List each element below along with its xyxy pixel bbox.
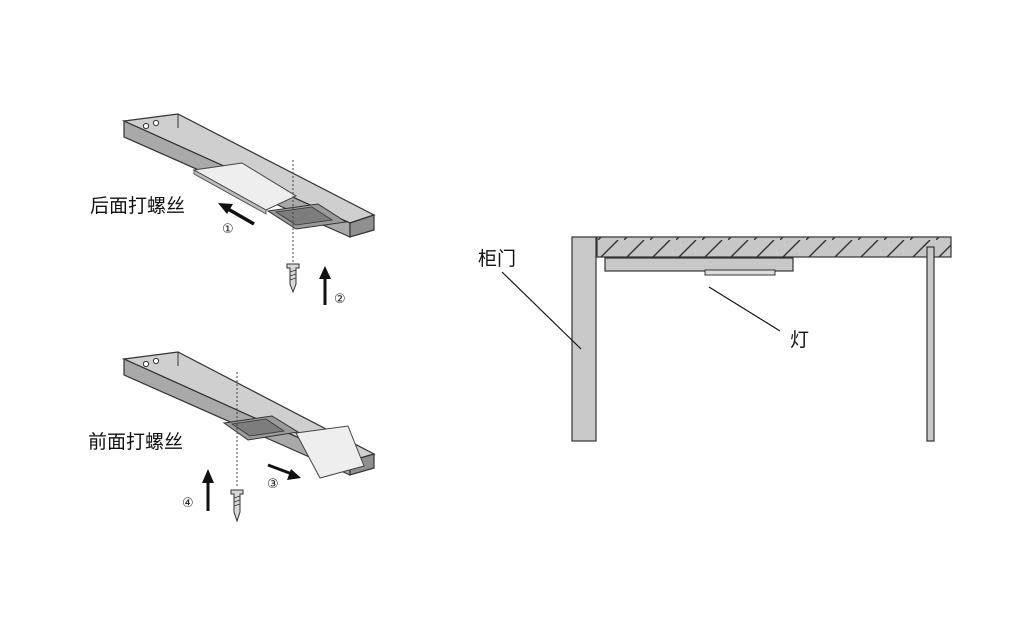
step-3-label: ③ xyxy=(267,477,279,492)
arrow-icon xyxy=(202,469,214,511)
arrow-icon xyxy=(218,203,255,226)
bottom-light-fixture xyxy=(121,351,376,479)
step-1-label: ① xyxy=(222,222,234,237)
arrow-icon xyxy=(267,463,301,480)
cabinet-side-board xyxy=(926,246,935,442)
cabinet-section xyxy=(571,236,952,442)
cabinet-door-leader xyxy=(501,271,582,350)
front-screw-label: 前面打螺丝 xyxy=(88,431,183,453)
screw-icon xyxy=(230,489,244,523)
light-lens xyxy=(704,269,776,276)
top-light-fixture xyxy=(121,113,376,238)
arrow-icon xyxy=(319,266,331,305)
light-fixture xyxy=(604,257,794,272)
step-2-label: ② xyxy=(334,292,346,307)
screw-icon xyxy=(286,263,300,294)
cabinet-top-board xyxy=(596,236,952,258)
light-leader xyxy=(708,286,781,332)
cabinet-door-panel xyxy=(571,236,597,442)
cabinet-door-label: 柜门 xyxy=(478,248,516,270)
back-screw-label: 后面打螺丝 xyxy=(90,195,185,217)
step-4-label: ④ xyxy=(182,496,194,511)
light-label: 灯 xyxy=(790,329,809,351)
